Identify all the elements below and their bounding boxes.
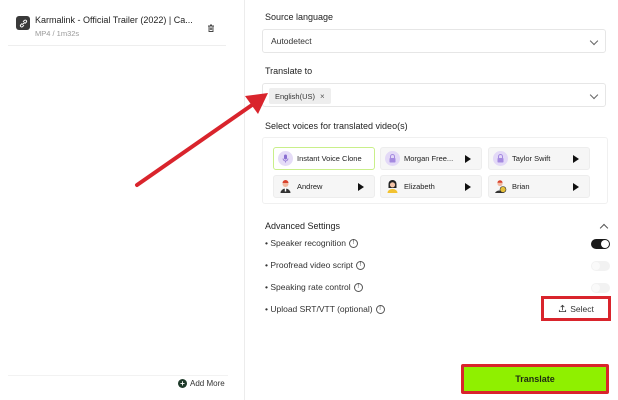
voice-name: Instant Voice Clone [297, 154, 362, 163]
info-icon[interactable]: ! [375, 304, 385, 314]
voice-elizabeth[interactable]: Elizabeth [380, 175, 482, 198]
trash-icon[interactable] [206, 20, 216, 32]
setting-label: • Speaker recognition [265, 238, 346, 248]
voice-name: Morgan Free... [404, 154, 454, 163]
proofread-video-script-toggle[interactable] [591, 261, 610, 271]
voice-instant-voice-clone[interactable]: Instant Voice Clone [273, 147, 375, 170]
voice-taylor-swift[interactable]: Taylor Swift [488, 147, 590, 170]
source-language-select[interactable]: Autodetect [262, 29, 606, 53]
voice-morgan-freeman[interactable]: Morgan Free... [380, 147, 482, 170]
source-language-label: Source language [265, 12, 334, 22]
male-badge-avatar-icon [493, 179, 508, 194]
play-icon[interactable] [573, 155, 579, 163]
file-item[interactable]: Karmalink - Official Trailer (2022) | Ca… [8, 10, 226, 46]
select-label: Select [570, 303, 594, 314]
info-icon[interactable]: ! [356, 260, 366, 270]
chevron-down-icon [589, 36, 599, 46]
info-icon[interactable]: ! [353, 282, 363, 292]
setting-speaking-rate-control: • Speaking rate control ! [265, 282, 363, 292]
female-avatar-icon [385, 179, 400, 194]
remove-tag-icon[interactable]: × [320, 91, 325, 101]
speaker-recognition-toggle[interactable] [591, 239, 610, 249]
info-icon[interactable]: ! [348, 238, 358, 248]
voice-brian[interactable]: Brian [488, 175, 590, 198]
chevron-up-icon[interactable] [599, 223, 609, 233]
voices-label: Select voices for translated video(s) [265, 121, 408, 131]
chevron-down-icon [589, 90, 599, 100]
setting-label: • Proofread video script [265, 260, 354, 270]
translate-to-select[interactable]: English(US) × [262, 83, 606, 107]
microphone-icon [278, 151, 293, 166]
speaking-rate-control-toggle[interactable] [591, 283, 610, 293]
translate-button[interactable]: Translate [464, 367, 606, 391]
play-icon[interactable] [573, 183, 579, 191]
language-tag-label: English(US) [275, 91, 316, 101]
setting-proofread-video-script: • Proofread video script ! [265, 260, 366, 270]
setting-speaker-recognition: • Speaker recognition ! [265, 238, 358, 248]
plus-circle-icon: + [178, 379, 187, 388]
voice-name: Andrew [297, 182, 323, 191]
lock-icon [385, 151, 400, 166]
add-more-button[interactable]: + Add More [178, 379, 225, 388]
setting-label: • Upload SRT/VTT (optional) [265, 304, 373, 314]
settings-panel: Source language Autodetect Translate to … [246, 0, 618, 400]
voice-name: Taylor Swift [512, 154, 551, 163]
translate-highlight: Translate [461, 364, 609, 394]
setting-upload-srt-vtt: • Upload SRT/VTT (optional) ! [265, 304, 385, 314]
voice-name: Brian [512, 182, 530, 191]
add-more-label: Add More [190, 379, 225, 388]
lock-icon [493, 151, 508, 166]
select-srt-highlight: Select [541, 296, 611, 321]
play-icon[interactable] [358, 183, 364, 191]
link-icon [16, 16, 30, 30]
upload-icon [559, 304, 567, 313]
language-tag: English(US) × [269, 88, 331, 104]
file-list-panel: Karmalink - Official Trailer (2022) | Ca… [0, 0, 245, 400]
translate-to-label: Translate to [265, 66, 313, 76]
play-icon[interactable] [465, 183, 471, 191]
voice-grid: Instant Voice Clone Morgan Free... Taylo… [262, 137, 608, 204]
file-meta: MP4 / 1m32s [35, 29, 80, 38]
setting-label: • Speaking rate control [265, 282, 351, 292]
play-icon[interactable] [465, 155, 471, 163]
voice-andrew[interactable]: Andrew [273, 175, 375, 198]
advanced-settings-title: Advanced Settings [265, 221, 341, 231]
source-language-value: Autodetect [271, 36, 312, 46]
divider [8, 375, 228, 376]
select-srt-button[interactable]: Select [544, 299, 608, 318]
male-avatar-icon [278, 179, 293, 194]
voice-name: Elizabeth [404, 182, 435, 191]
file-title: Karmalink - Official Trailer (2022) | Ca… [35, 15, 193, 25]
